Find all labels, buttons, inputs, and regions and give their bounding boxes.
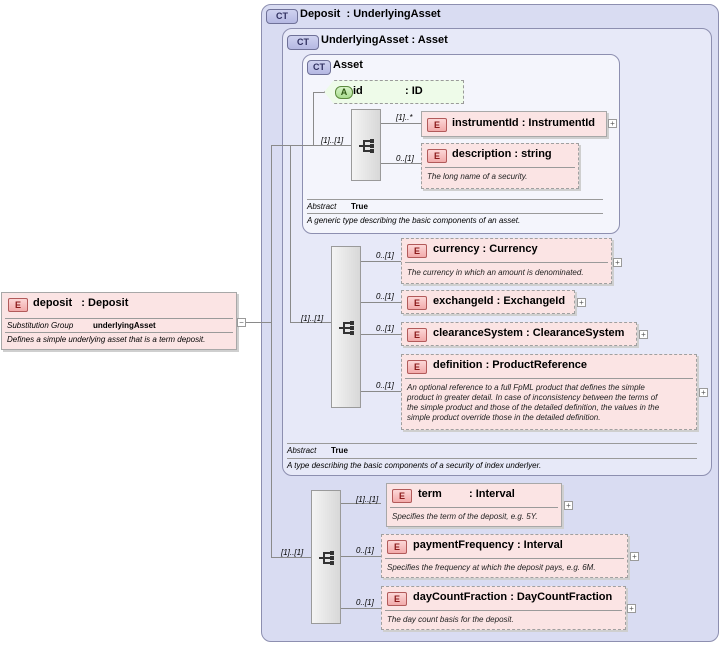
complex-type-badge: CT — [266, 9, 298, 24]
underlying-asset-doc: A type describing the basic components o… — [287, 461, 542, 470]
expand-toggle[interactable]: + — [627, 604, 636, 613]
exchangeid-title: exchangeId : ExchangeId — [433, 295, 566, 307]
daycountfraction-element[interactable]: E dayCountFraction : DayCountFraction Th… — [381, 586, 626, 630]
sequence-icon — [339, 321, 354, 335]
instrumentid-cardinality: [1]..* — [396, 113, 413, 122]
underlying-asset-type-title: UnderlyingAsset : Asset — [321, 34, 448, 46]
asset-type-title: Asset — [333, 59, 363, 71]
currency-element[interactable]: E currency : Currency The currency in wh… — [401, 238, 612, 284]
abstract-label: Abstract — [307, 202, 337, 211]
term-type: : Interval — [469, 488, 515, 500]
collapse-toggle[interactable]: − — [237, 318, 246, 327]
substitution-group-label: Substitution Group — [7, 321, 74, 330]
element-badge: E — [387, 592, 407, 606]
asset-sequence — [351, 109, 381, 181]
paymentfrequency-doc: Specifies the frequency at which the dep… — [387, 563, 596, 572]
id-attribute-name: id — [353, 85, 363, 97]
deposit-sequence — [311, 490, 341, 624]
clearancesystem-cardinality: 0..[1] — [376, 324, 394, 333]
expand-toggle[interactable]: + — [630, 552, 639, 561]
clearancesystem-title: clearanceSystem : ClearanceSystem — [433, 327, 625, 339]
element-badge: E — [387, 540, 407, 554]
daycountfraction-cardinality: 0..[1] — [356, 598, 374, 607]
deposit-doc: Defines a simple underlying asset that i… — [7, 335, 206, 344]
instrumentid-title: instrumentId : InstrumentId — [452, 117, 596, 129]
currency-cardinality: 0..[1] — [376, 251, 394, 260]
element-badge: E — [407, 360, 427, 374]
deposit-sequence-cardinality: [1]..[1] — [281, 548, 304, 557]
term-name: term — [418, 488, 442, 500]
attribute-badge: A — [335, 86, 353, 99]
element-badge: E — [407, 296, 427, 310]
definition-doc: An optional reference to a full FpML pro… — [407, 383, 660, 422]
asset-doc: A generic type describing the basic comp… — [307, 216, 521, 225]
description-doc: The long name of a security. — [427, 172, 528, 181]
sequence-icon — [319, 551, 334, 565]
deposit-element[interactable]: E deposit : Deposit Substitution Group u… — [1, 292, 237, 350]
description-title: description : string — [452, 148, 552, 160]
currency-doc: The currency in which an amount is denom… — [407, 268, 584, 277]
element-badge: E — [407, 244, 427, 258]
paymentfrequency-title: paymentFrequency : Interval — [413, 539, 563, 551]
term-doc: Specifies the term of the deposit, e.g. … — [392, 512, 538, 521]
complex-type-badge: CT — [287, 35, 319, 50]
sequence-icon — [359, 139, 374, 153]
exchangeid-cardinality: 0..[1] — [376, 292, 394, 301]
term-cardinality: [1]..[1] — [356, 495, 379, 504]
currency-title: currency : Currency — [433, 243, 538, 255]
abstract-value: True — [351, 202, 368, 211]
abstract-label: Abstract — [287, 446, 317, 455]
complex-type-badge: CT — [307, 60, 331, 75]
paymentfrequency-cardinality: 0..[1] — [356, 546, 374, 555]
expand-toggle[interactable]: + — [613, 258, 622, 267]
element-badge: E — [392, 489, 412, 503]
asset-sequence-cardinality: [1]..[1] — [321, 136, 344, 145]
id-attribute[interactable]: A id : ID — [324, 80, 464, 104]
expand-toggle[interactable]: + — [608, 119, 617, 128]
definition-title: definition : ProductReference — [433, 359, 588, 371]
substitution-group-value: underlyingAsset — [93, 321, 156, 330]
definition-element[interactable]: E definition : ProductReference An optio… — [401, 354, 697, 430]
element-badge: E — [427, 118, 447, 132]
expand-toggle[interactable]: + — [577, 298, 586, 307]
daycountfraction-title: dayCountFraction : DayCountFraction — [413, 591, 613, 603]
term-element[interactable]: E term : Interval Specifies the term of … — [386, 483, 562, 527]
clearancesystem-element[interactable]: E clearanceSystem : ClearanceSystem — [401, 322, 637, 346]
expand-toggle[interactable]: + — [699, 388, 708, 397]
description-element[interactable]: E description : string The long name of … — [421, 143, 579, 189]
definition-cardinality: 0..[1] — [376, 381, 394, 390]
element-badge: E — [8, 298, 28, 312]
deposit-element-title: deposit : Deposit — [33, 297, 129, 309]
element-badge: E — [427, 149, 447, 163]
instrumentid-element[interactable]: E instrumentId : InstrumentId — [421, 111, 607, 137]
underlying-sequence-cardinality: [1]..[1] — [301, 314, 324, 323]
expand-toggle[interactable]: + — [639, 330, 648, 339]
description-cardinality: 0..[1] — [396, 154, 414, 163]
daycountfraction-doc: The day count basis for the deposit. — [387, 615, 514, 624]
element-badge: E — [407, 328, 427, 342]
exchangeid-element[interactable]: E exchangeId : ExchangeId — [401, 290, 575, 314]
deposit-type-title: Deposit : UnderlyingAsset — [300, 8, 441, 20]
underlying-asset-sequence — [331, 246, 361, 408]
id-attribute-type: : ID — [405, 85, 423, 97]
abstract-value: True — [331, 446, 348, 455]
expand-toggle[interactable]: + — [564, 501, 573, 510]
paymentfrequency-element[interactable]: E paymentFrequency : Interval Specifies … — [381, 534, 628, 578]
